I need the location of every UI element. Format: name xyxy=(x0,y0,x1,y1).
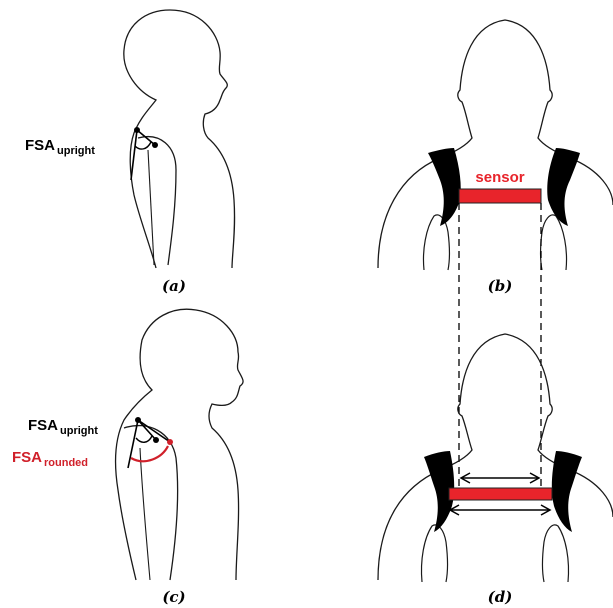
panel-d-left-arm xyxy=(421,525,447,582)
panel-c-point-upright xyxy=(153,437,159,443)
panel-c-caption: (c) xyxy=(162,588,185,606)
panel-b-caption: (b) xyxy=(488,277,513,295)
panel-d-caption: (d) xyxy=(488,588,513,606)
panel-c-silhouette xyxy=(116,309,244,580)
panel-a-point-c7 xyxy=(134,127,140,133)
panel-a-plumb-line xyxy=(131,130,137,180)
panel-d-sensor-bar xyxy=(449,488,552,500)
panel-c-arm-inner xyxy=(140,448,150,580)
panel-b-left-arm xyxy=(423,215,449,270)
panel-c-upright-arc xyxy=(136,436,152,442)
panel-b: sensor (b) xyxy=(378,20,613,295)
panel-b-right-arm xyxy=(541,215,567,270)
panel-d-right-arm xyxy=(543,525,569,582)
panel-a-angle-arc xyxy=(135,142,151,149)
panel-a-arm-outline xyxy=(138,137,176,265)
panel-c-point-c7 xyxy=(135,417,141,423)
panel-b-right-strap xyxy=(547,148,580,226)
panel-c-point-rounded xyxy=(167,439,173,445)
panel-a-silhouette xyxy=(124,10,235,268)
panel-a-caption: (a) xyxy=(162,277,186,295)
panel-b-body-outline xyxy=(378,20,613,268)
panel-a-point-shoulder xyxy=(152,142,158,148)
panel-b-sensor-bar xyxy=(459,189,541,203)
panel-b-left-strap xyxy=(428,148,461,226)
panel-a-arm-inner xyxy=(148,150,154,265)
panel-b-sensor-label: sensor xyxy=(475,169,524,186)
panel-d-right-strap xyxy=(552,451,582,532)
panel-d: (d) xyxy=(378,334,613,606)
panel-c-rounded-arc xyxy=(131,446,168,461)
